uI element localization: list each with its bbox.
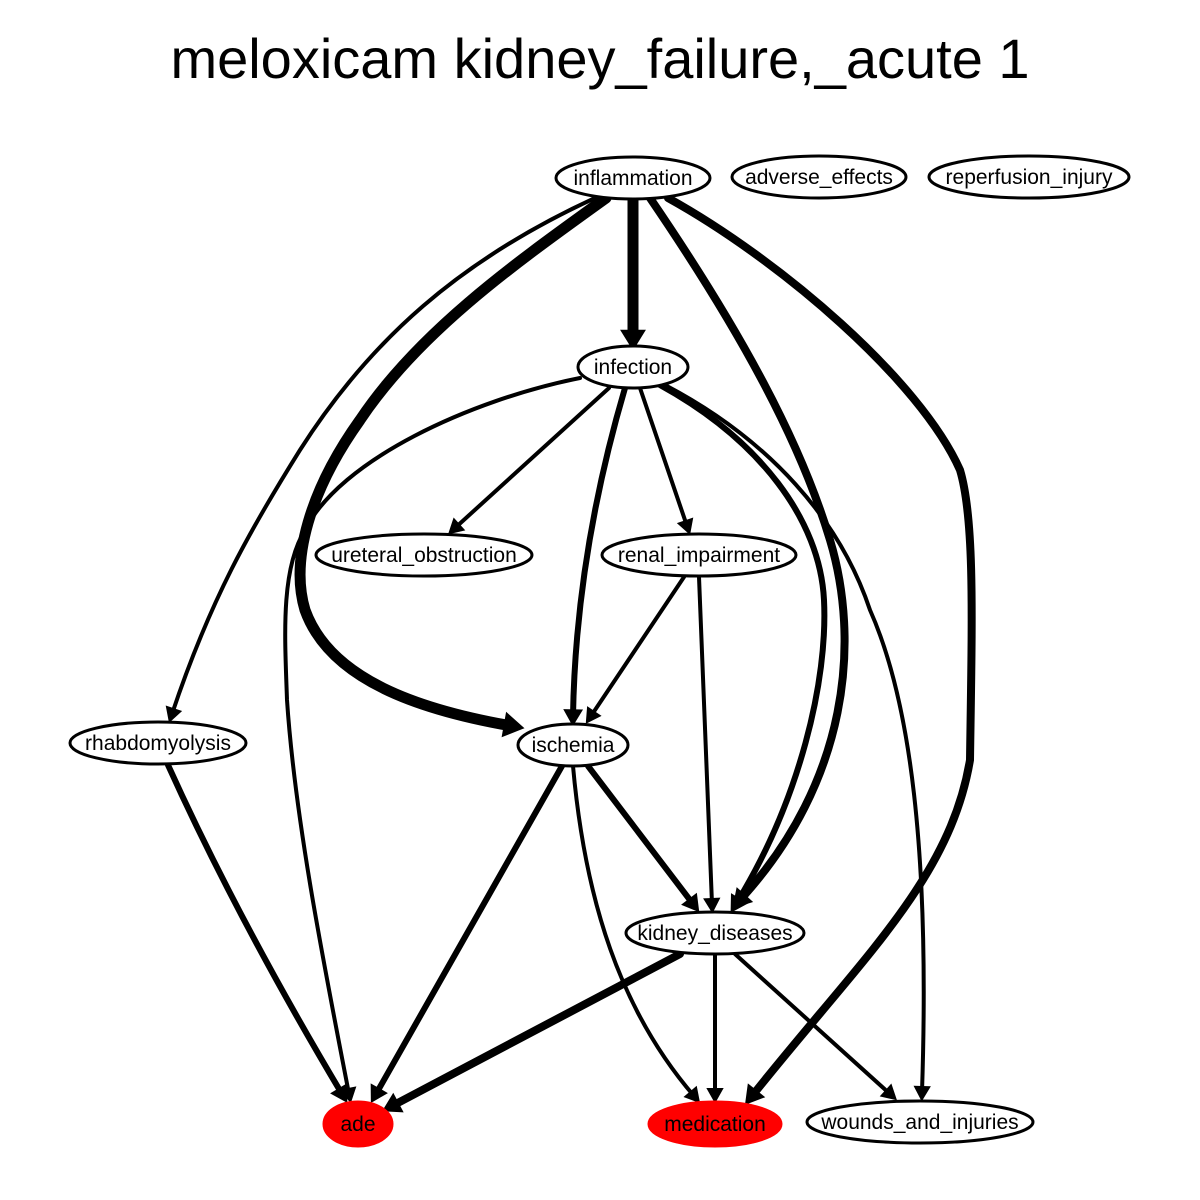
arrowhead <box>913 1085 931 1102</box>
edge-kidney_diseases-to-medication <box>706 952 724 1104</box>
node-label: ade <box>340 1113 375 1136</box>
node-shape <box>600 532 798 578</box>
node-ade: ade <box>322 1100 394 1148</box>
edge-inflammation-to-medication <box>664 194 976 1105</box>
edge-infection-to-ureteral_obstruction <box>448 386 611 535</box>
edge-rhabdomyolysis-to-ade <box>165 762 348 1103</box>
edge-inflammation-to-infection <box>620 192 646 351</box>
edge-infection-to-renal_impairment <box>638 386 694 535</box>
edge-inflammation-to-rhabdomyolysis <box>165 196 597 723</box>
arrowhead <box>744 1083 766 1105</box>
arrowhead <box>879 1083 898 1101</box>
arrowhead <box>370 1083 388 1104</box>
arrowhead <box>683 1085 701 1104</box>
arrowhead <box>706 1087 724 1104</box>
edge-ischemia-to-medication <box>571 764 701 1104</box>
node-renal_impairment: renal_impairment <box>600 532 798 578</box>
node-label: reperfusion_injury <box>946 166 1113 189</box>
edge-layer <box>165 192 976 1113</box>
edge-infection-to-ischemia <box>563 385 628 727</box>
node-ureteral_obstruction: ureteral_obstruction <box>314 532 534 578</box>
node-shape <box>624 910 806 956</box>
node-label: infection <box>594 356 672 379</box>
arrowhead <box>703 897 721 914</box>
node-label: adverse_effects <box>745 166 893 189</box>
node-label: kidney_diseases <box>637 922 792 945</box>
edge-renal_impairment-to-ischemia <box>585 575 686 724</box>
arrowhead <box>620 329 646 351</box>
node-reperfusion_injury: reperfusion_injury <box>927 154 1131 200</box>
node-shape <box>516 722 630 768</box>
edge-kidney_diseases-to-wounds_and_injuries <box>733 952 898 1101</box>
arrowhead <box>585 706 602 724</box>
node-medication: medication <box>647 1100 783 1148</box>
node-wounds_and_injuries: wounds_and_injuries <box>805 1099 1035 1145</box>
edge-inflammation-to-ischemia <box>294 192 612 738</box>
node-shape <box>554 155 712 201</box>
node-label: ischemia <box>532 734 615 757</box>
node-ischemia: ischemia <box>516 722 630 768</box>
node-label: ureteral_obstruction <box>331 544 517 567</box>
node-adverse_effects: adverse_effects <box>730 154 908 200</box>
arrowhead <box>676 517 694 535</box>
edge-renal_impairment-to-kidney_diseases <box>697 575 721 914</box>
node-shape <box>647 1100 783 1148</box>
node-label: renal_impairment <box>618 544 780 567</box>
arrowhead <box>563 709 584 727</box>
edge-infection-to-wounds_and_injuries <box>663 383 931 1102</box>
edge-ischemia-to-kidney_diseases <box>585 763 700 913</box>
node-inflammation: inflammation <box>554 155 712 201</box>
node-shape <box>927 154 1131 200</box>
arrowhead <box>501 711 525 738</box>
node-shape <box>68 720 248 766</box>
node-label: inflammation <box>573 167 692 190</box>
arrowhead <box>382 1092 404 1113</box>
page-title: meloxicam kidney_failure,_acute 1 <box>170 27 1030 90</box>
arrowhead <box>330 1083 348 1103</box>
arrowhead <box>681 892 700 913</box>
node-rhabdomyolysis: rhabdomyolysis <box>68 720 248 766</box>
arrowhead <box>448 517 466 535</box>
edge-ischemia-to-ade <box>370 763 565 1104</box>
node-infection: infection <box>576 344 690 390</box>
node-shape <box>314 532 534 578</box>
node-shape <box>805 1099 1035 1145</box>
arrowhead <box>730 893 748 913</box>
node-layer: inflammation adverse_effects reperfusion_i… <box>68 154 1131 1148</box>
node-shape <box>322 1100 394 1148</box>
node-shape <box>730 154 908 200</box>
node-shape <box>576 344 690 390</box>
edge-kidney_diseases-to-ade <box>382 950 684 1113</box>
edge-infection-to-kidney_diseases <box>657 382 828 913</box>
node-kidney_diseases: kidney_diseases <box>624 910 806 956</box>
node-label: medication <box>664 1113 766 1136</box>
node-label: wounds_and_injuries <box>820 1111 1018 1134</box>
node-label: rhabdomyolysis <box>85 732 231 755</box>
arrowhead <box>165 705 183 723</box>
